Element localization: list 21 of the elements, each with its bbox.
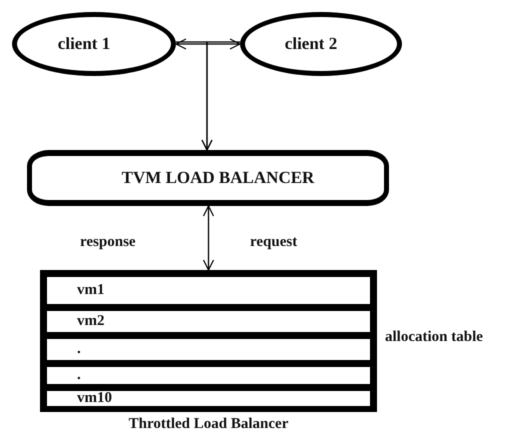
node-label: .: [77, 368, 81, 383]
node-label: vm10: [77, 391, 112, 406]
arrow: [175, 38, 241, 50]
flow-label: request: [250, 234, 298, 251]
table-row: [47, 311, 370, 332]
table-row: [47, 367, 370, 384]
table-row: [47, 339, 370, 360]
side-label: allocation table: [385, 329, 483, 346]
node-label: client 2: [284, 34, 338, 54]
table-row: [47, 277, 370, 304]
flow-label: response: [80, 234, 136, 251]
arrow: [202, 205, 214, 271]
balancer-box: [27, 150, 389, 206]
table-caption: Throttled Load Balancer: [128, 416, 290, 433]
node-label: vm2: [77, 314, 104, 329]
table-row: [47, 391, 370, 406]
node-label: vm1: [77, 283, 104, 298]
node-label: client 1: [58, 34, 110, 54]
node-label: .: [77, 342, 81, 357]
node-label: TVM LOAD BALANCER: [122, 168, 314, 188]
arrow: [201, 41, 240, 151]
